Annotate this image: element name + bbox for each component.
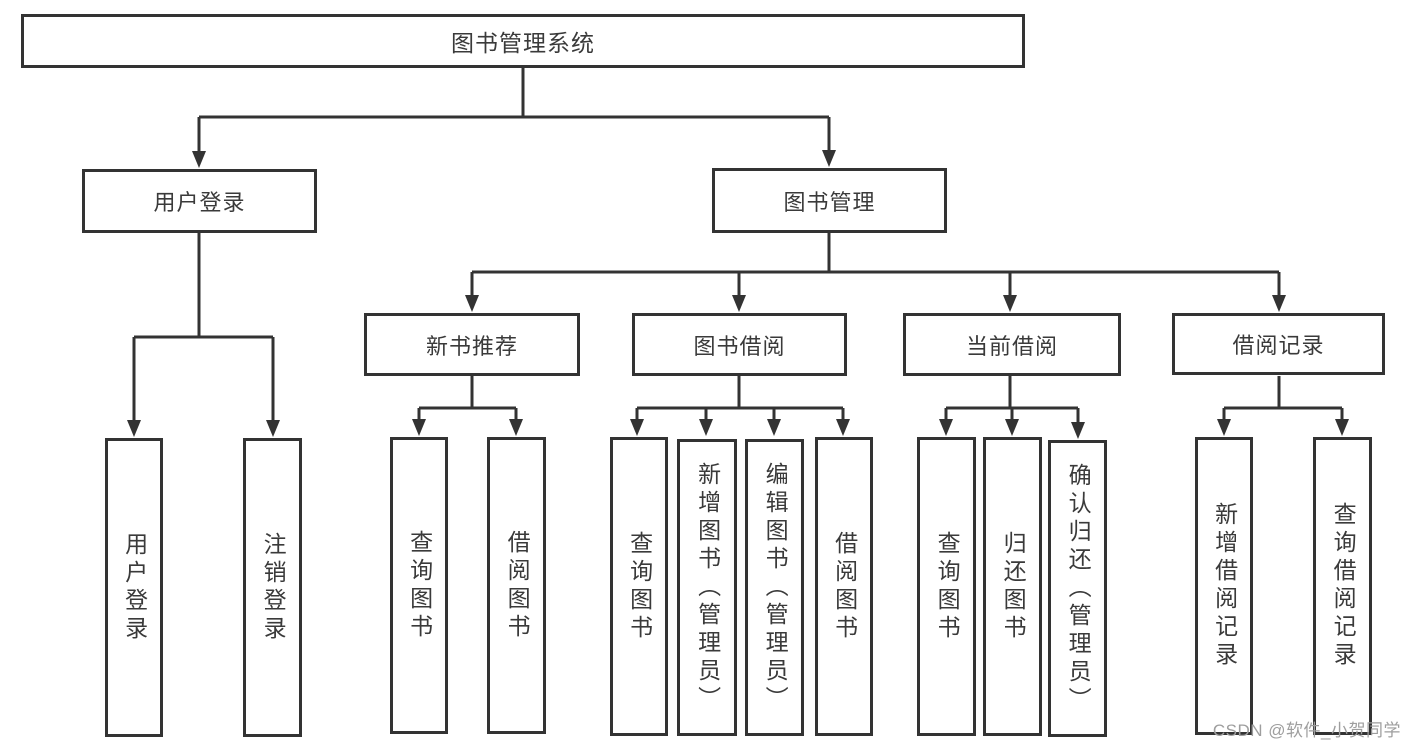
leaf-recommend-borrow-book-label: 借阅图书: [504, 529, 531, 642]
leaf-recommend-query-book-label: 查询图书: [406, 529, 433, 642]
leaf-borrow-query-book: 查询图书: [610, 437, 668, 736]
node-book-borrow-label: 图书借阅: [693, 333, 786, 359]
leaf-user-login-label: 用户登录: [121, 531, 148, 644]
node-user-login-label: 用户登录: [153, 190, 246, 215]
leaf-borrow-book-label: 借阅图书: [831, 530, 858, 643]
node-root: 图书管理系统: [21, 14, 1025, 68]
leaf-logout: 注销登录: [243, 438, 302, 737]
node-user-login: 用户登录: [82, 169, 317, 233]
leaf-current-query-book-label: 查询图书: [934, 530, 961, 643]
leaf-recommend-query-book: 查询图书: [390, 437, 448, 734]
node-new-book-recommend: 新书推荐: [364, 313, 580, 376]
leaf-borrow-query-book-label: 查询图书: [626, 530, 653, 643]
leaf-confirm-return-admin: 确认归还（管理员）: [1048, 440, 1107, 737]
node-borrow-record-label: 借阅记录: [1232, 333, 1325, 358]
leaf-add-book-admin-label: 新增图书（管理员）: [694, 461, 721, 714]
leaf-confirm-return-admin-label: 确认归还（管理员）: [1065, 462, 1092, 715]
node-new-book-recommend-label: 新书推荐: [425, 333, 518, 359]
leaf-add-borrow-record: 新增借阅记录: [1195, 437, 1253, 735]
node-book-management: 图书管理: [712, 168, 947, 233]
leaf-user-login: 用户登录: [105, 438, 163, 737]
leaf-logout-label: 注销登录: [260, 531, 287, 644]
leaf-add-borrow-record-label: 新增借阅记录: [1211, 502, 1238, 670]
leaf-query-borrow-record: 查询借阅记录: [1313, 437, 1372, 735]
node-borrow-record: 借阅记录: [1172, 313, 1385, 375]
node-current-borrow: 当前借阅: [903, 313, 1121, 376]
leaf-add-book-admin: 新增图书（管理员）: [677, 439, 737, 736]
leaf-borrow-book: 借阅图书: [815, 437, 873, 736]
leaf-return-book-label: 归还图书: [1000, 530, 1027, 643]
node-book-management-label: 图书管理: [783, 189, 876, 215]
leaf-recommend-borrow-book: 借阅图书: [487, 437, 546, 734]
leaf-edit-book-admin: 编辑图书（管理员）: [745, 439, 804, 736]
leaf-return-book: 归还图书: [983, 437, 1042, 736]
node-current-borrow-label: 当前借阅: [965, 333, 1058, 359]
leaf-current-query-book: 查询图书: [917, 437, 976, 736]
arrowhead-icons: [127, 150, 1349, 439]
csdn-watermark: CSDN @软件_小贺同学: [1212, 721, 1401, 740]
node-root-label: 图书管理系统: [451, 30, 595, 56]
leaf-query-borrow-record-label: 查询借阅记录: [1330, 502, 1357, 670]
leaf-edit-book-admin-label: 编辑图书（管理员）: [762, 461, 789, 714]
node-book-borrow: 图书借阅: [632, 313, 847, 376]
